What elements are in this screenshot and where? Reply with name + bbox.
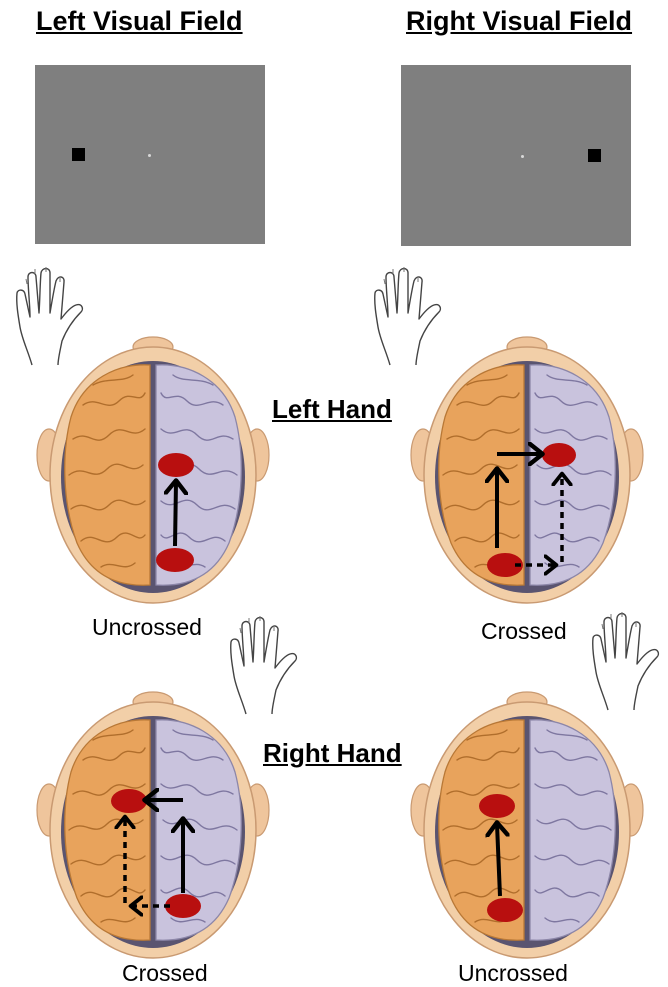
activation-node — [111, 789, 147, 813]
activation-node — [487, 898, 523, 922]
brain-icon — [411, 337, 643, 603]
hand-icon — [231, 616, 297, 714]
hand-icon — [17, 267, 83, 365]
brain-icon — [37, 692, 269, 958]
solid-arrow-icon — [175, 482, 176, 546]
activation-node — [158, 453, 194, 477]
hand-icon — [375, 267, 441, 365]
activation-node — [156, 548, 194, 572]
brain-icon — [411, 692, 643, 958]
hand-icon — [593, 612, 659, 710]
activation-node — [542, 443, 576, 467]
activation-node — [479, 794, 515, 818]
brain-icon — [37, 337, 269, 603]
activation-node — [165, 894, 201, 918]
